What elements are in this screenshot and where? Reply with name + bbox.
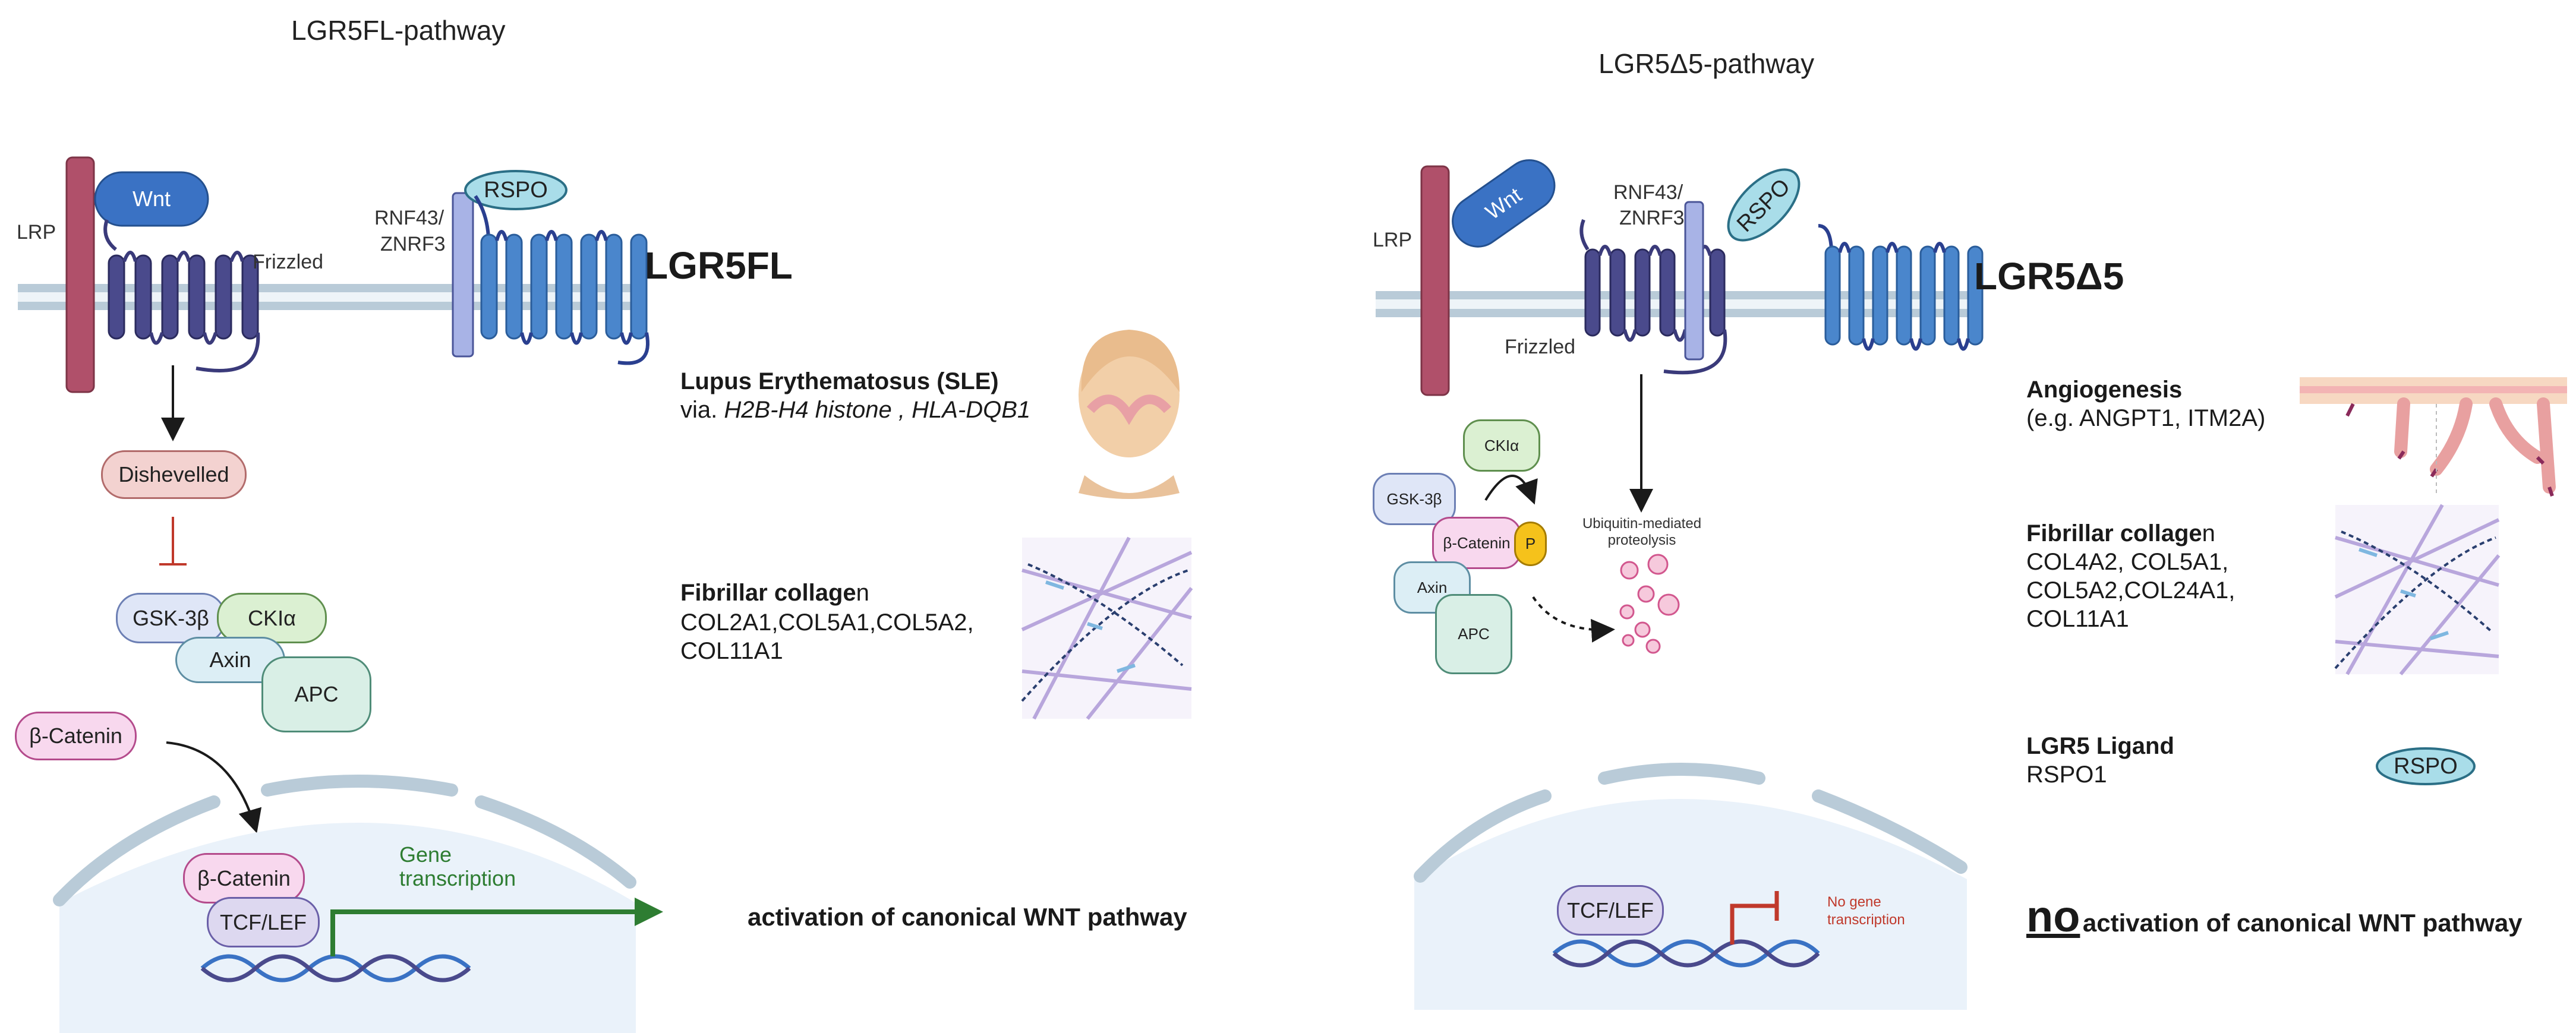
left-frizzled: [103, 219, 260, 372]
right-rnf-label-1: RNF43/: [1613, 181, 1683, 204]
sle-via: via.: [680, 397, 724, 423]
left-lrp-bar: [65, 156, 95, 393]
right-lrp-label: LRP: [1373, 229, 1412, 251]
left-gene-arrow: [330, 898, 663, 956]
left-nucleus: [53, 775, 636, 1033]
right-tcf-node: TCF/LEF: [1557, 885, 1664, 936]
left-dna: [200, 954, 471, 983]
right-collagen-title: Fibrillar collagen: [2026, 519, 2215, 548]
right-collagen-title-suffix: n: [2202, 520, 2215, 546]
left-rnf-label-1: RNF43/: [374, 207, 444, 229]
left-wnt-shape: [94, 171, 209, 227]
left-rnf43-bar: [452, 192, 474, 358]
right-rnf43-bar: [1684, 201, 1704, 361]
left-frizzled-label: Frizzled: [253, 251, 324, 273]
left-ck-node: CKIα: [217, 593, 327, 643]
right-no-gene-1: No gene: [1827, 894, 1881, 910]
right-nucleus: [1414, 763, 1968, 1010]
left-catenin-arrow: [166, 741, 262, 833]
left-rspo-label: RSPO: [484, 177, 548, 203]
right-receptor-label: LGR5Δ5: [1974, 255, 2124, 298]
right-collagen-illustration: [2334, 504, 2501, 675]
right-apc-node: APC: [1435, 594, 1512, 674]
right-lrp-bar: [1420, 165, 1450, 396]
right-panel-title: LGR5Δ5-pathway: [1598, 48, 1815, 79]
right-rnf-label-2: ZNRF3: [1619, 207, 1685, 229]
ligand-title: LGR5 Ligand: [2026, 733, 2174, 759]
right-no-transcription-mark: [1730, 904, 1777, 944]
right-frizzled-label: Frizzled: [1505, 336, 1576, 358]
left-nuclear-catenin-node: β-Catenin: [183, 853, 305, 904]
left-catenin-node: β-Catenin: [15, 712, 137, 760]
right-ck-node: CKIα: [1463, 419, 1540, 472]
no-word: no: [2026, 892, 2080, 941]
right-collagen-genes-1: COL4A2, COL5A1,: [2026, 549, 2229, 575]
right-collagen-genes-2: COL5A2,COL24A1,: [2026, 577, 2236, 604]
right-lgr5-receptor: [1818, 224, 1984, 351]
left-collagen-title-bold: Fibrillar collage: [680, 580, 856, 606]
right-gsk-node: GSK-3β: [1373, 473, 1456, 525]
left-dishevelled: Dishevelled: [101, 450, 247, 499]
left-collagen-title-suffix: n: [856, 580, 869, 606]
ligand-rspo-shape: [2376, 747, 2476, 785]
left-collagen-genes-2: COL11A1: [680, 638, 783, 664]
angiogenesis-illustration: [2300, 377, 2567, 497]
left-gene-transcription-2: transcription: [399, 866, 516, 890]
sle-genes: H2B-H4 histone , HLA-DQB1: [724, 397, 1031, 423]
left-apc-node: APC: [261, 656, 371, 732]
right-protein-fragments: [1619, 554, 1680, 654]
right-phospho-arrow: [1484, 475, 1538, 505]
left-rnf-label-2: ZNRF3: [380, 233, 446, 255]
right-catenin-node: β-Catenin: [1432, 517, 1521, 569]
left-gene-transcription-1: Gene: [399, 842, 452, 867]
left-gsk-node: GSK-3β: [116, 593, 226, 643]
right-proteolysis-2: proteolysis: [1607, 532, 1676, 548]
right-wnt-shape: [1452, 159, 1556, 248]
right-no-gene-2: transcription: [1827, 912, 1905, 928]
left-lgr5-receptor: [474, 195, 649, 365]
left-lrp-label: LRP: [17, 221, 56, 244]
left-wnt-label: Wnt: [132, 187, 171, 211]
left-collagen-title: Fibrillar collagen: [680, 579, 869, 607]
sle-title: Lupus Erythematosus (SLE): [680, 368, 999, 394]
right-proteolysis-1: Ubiquitin-mediated: [1582, 516, 1702, 532]
no-activation-line: no activation of canonical WNT pathway: [2026, 891, 2523, 942]
left-collagen-genes-1: COL2A1,COL5A1,COL5A2,: [680, 609, 974, 636]
sle-genes-line: via. H2B-H4 histone , HLA-DQB1: [680, 396, 1030, 424]
left-collagen-illustration: [1021, 536, 1193, 720]
left-activation-text: activation of canonical WNT pathway: [748, 903, 1187, 931]
angiogenesis-title: Angiogenesis: [2026, 377, 2183, 403]
left-inhibition-mark: [159, 517, 187, 566]
ligand-value: RSPO1: [2026, 762, 2107, 788]
left-receptor-label: LGR5FL: [645, 244, 793, 287]
right-p-node: P: [1514, 522, 1547, 566]
left-panel-title: LGR5FL-pathway: [291, 15, 506, 46]
ligand-rspo-label: RSPO: [2394, 753, 2458, 779]
right-dna: [1552, 939, 1820, 968]
face-illustration: [1079, 330, 1180, 499]
no-activation-text: activation of canonical WNT pathway: [2082, 909, 2523, 937]
left-tcf-node: TCF/LEF: [207, 897, 320, 947]
right-collagen-title-bold: Fibrillar collage: [2026, 520, 2202, 546]
left-rspo-shape: [464, 170, 567, 210]
right-degradation-arrow: [1532, 596, 1615, 643]
right-rspo-shape: [1727, 168, 1801, 242]
angiogenesis-genes: (e.g. ANGPT1, ITM2A): [2026, 405, 2266, 431]
right-collagen-genes-3: COL11A1: [2026, 606, 2129, 632]
